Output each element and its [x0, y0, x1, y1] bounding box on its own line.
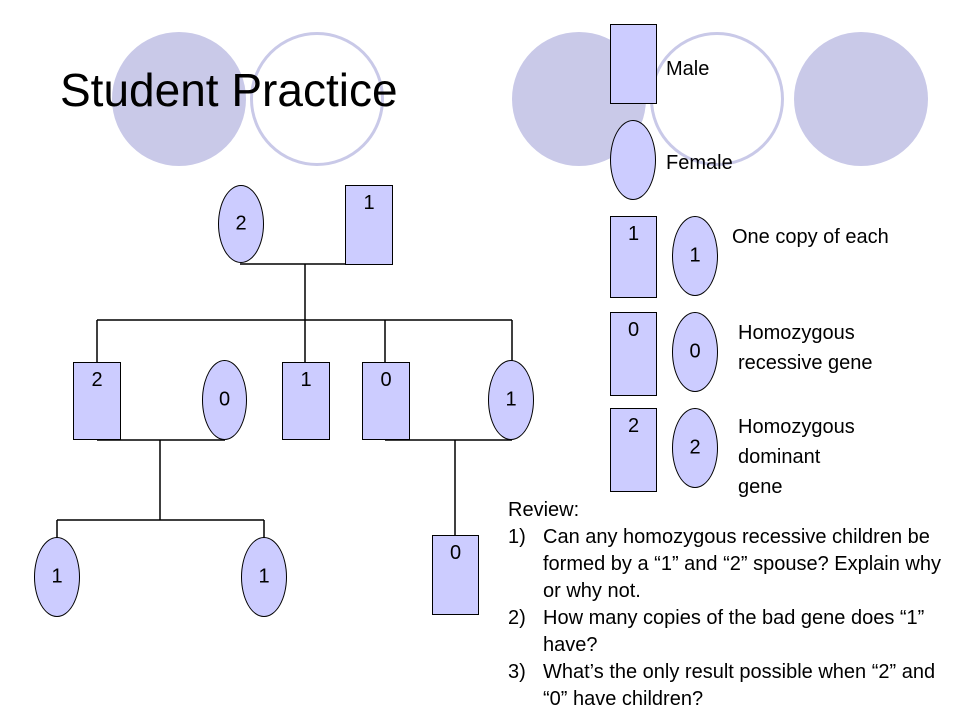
- legend-zero-female: 0: [672, 312, 718, 392]
- legend-two-text: Homozygous dominant gene: [738, 412, 855, 502]
- decor-circle-1: [112, 32, 246, 166]
- review-question-2-text: How many copies of the bad gene does “1”…: [543, 607, 925, 656]
- gen2-female-b: 1: [488, 360, 534, 440]
- legend-two-text-line1: Homozygous: [738, 416, 855, 438]
- legend-one-text: One copy of each: [732, 226, 889, 248]
- legend-one-male: 1: [610, 216, 657, 298]
- gen2-female-b-label: 1: [505, 388, 517, 411]
- review-question-1-number: 1): [508, 526, 526, 548]
- legend-one-female: 1: [672, 216, 718, 296]
- gen2-male-c-label: 0: [380, 369, 392, 391]
- gen2-male-c: 0: [362, 362, 410, 440]
- decor-circle-3: [794, 32, 928, 166]
- legend-two-male-label: 2: [627, 415, 640, 437]
- decor-ring-1: [250, 32, 384, 166]
- review-question-3-number: 3): [508, 661, 526, 683]
- gen3-female-a-label: 1: [51, 565, 63, 588]
- legend-zero-text-line1: Homozygous: [738, 322, 855, 344]
- legend-one-male-label: 1: [627, 223, 640, 245]
- gen2-male-a: 2: [73, 362, 121, 440]
- legend-zero-male: 0: [610, 312, 657, 396]
- gen1-female: 2: [218, 185, 264, 263]
- legend-male-label: Male: [666, 58, 710, 80]
- page-title: Student Practice: [60, 64, 398, 116]
- gen2-male-b-label: 1: [300, 369, 312, 391]
- gen3-male-label: 0: [449, 542, 462, 564]
- gen3-male: 0: [432, 535, 479, 615]
- review-question-1: 1) Can any homozygous recessive children…: [508, 524, 948, 605]
- gen1-female-label: 2: [235, 212, 247, 235]
- review-question-3-text: What’s the only result possible when “2”…: [543, 661, 936, 710]
- review-question-2-number: 2): [508, 607, 526, 629]
- legend-female-label: Female: [666, 152, 733, 174]
- gen3-female-b: 1: [241, 537, 287, 617]
- gen2-male-a-label: 2: [91, 369, 103, 391]
- gen2-female-a: 0: [202, 360, 247, 440]
- legend-male-shape: [610, 24, 657, 104]
- review-question-1-text: Can any homozygous recessive children be…: [543, 526, 941, 602]
- gen2-male-b: 1: [282, 362, 330, 440]
- review-question-2: 2) How many copies of the bad gene does …: [508, 605, 948, 659]
- gen1-male: 1: [345, 185, 393, 265]
- legend-one-female-label: 1: [689, 244, 701, 267]
- legend-zero-male-label: 0: [627, 319, 640, 341]
- legend-two-female-label: 2: [689, 436, 701, 459]
- legend-zero-female-label: 0: [689, 340, 701, 363]
- legend-two-female: 2: [672, 408, 718, 488]
- review-heading: Review:: [508, 499, 580, 521]
- gen1-male-label: 1: [363, 192, 375, 214]
- legend-two-text-line2: dominant: [738, 446, 821, 468]
- gen3-female-a: 1: [34, 537, 80, 617]
- review-question-3: 3) What’s the only result possible when …: [508, 659, 948, 713]
- gen3-female-b-label: 1: [258, 565, 270, 588]
- review-section: Review: 1) Can any homozygous recessive …: [508, 497, 948, 713]
- legend-female-shape: [610, 120, 656, 200]
- legend-zero-text-line2: recessive gene: [738, 352, 873, 374]
- legend-two-text-line3: gene: [738, 476, 783, 498]
- gen2-female-a-label: 0: [218, 388, 231, 411]
- legend-two-male: 2: [610, 408, 657, 492]
- legend-zero-text: Homozygous recessive gene: [738, 318, 873, 378]
